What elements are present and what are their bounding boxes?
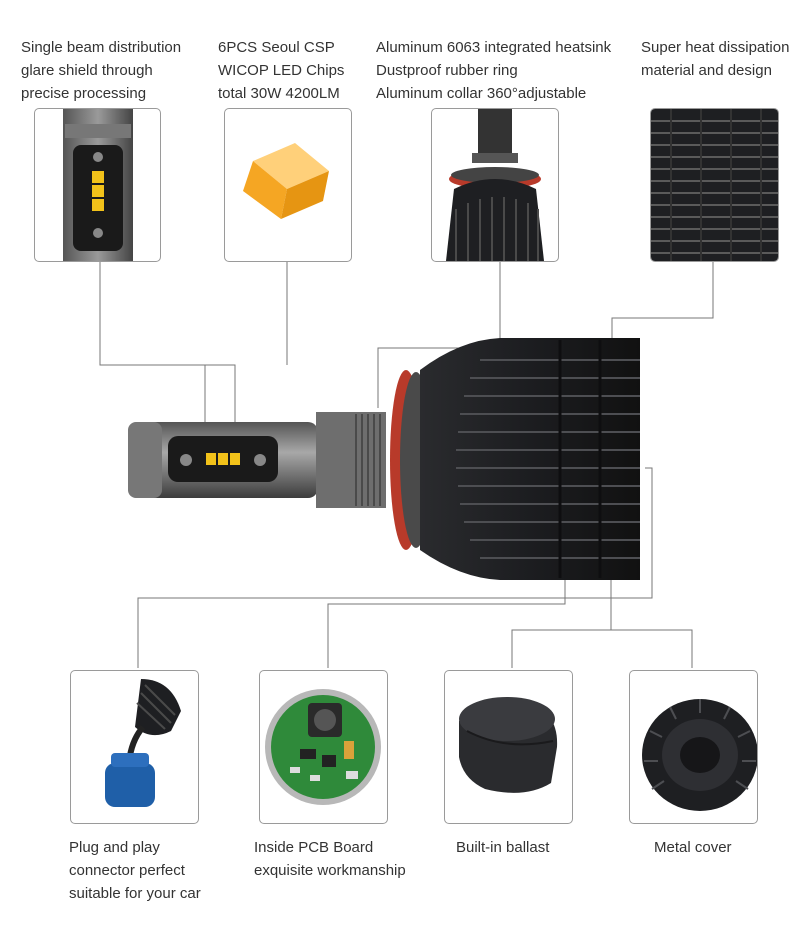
led-chip-image — [224, 108, 352, 262]
led-bulb-main-image — [120, 330, 660, 595]
metal-cover-image — [629, 670, 758, 824]
beam-closeup-image — [34, 108, 161, 262]
ballast-image — [444, 670, 573, 824]
ballast-caption: Built-in ballast — [456, 839, 550, 856]
metal-cover-caption: Metal cover — [654, 839, 732, 856]
connector-image — [70, 670, 199, 824]
heatsink-closeup-image — [431, 108, 559, 262]
fins-closeup-image — [650, 108, 779, 262]
pcb-board-image — [259, 670, 388, 824]
